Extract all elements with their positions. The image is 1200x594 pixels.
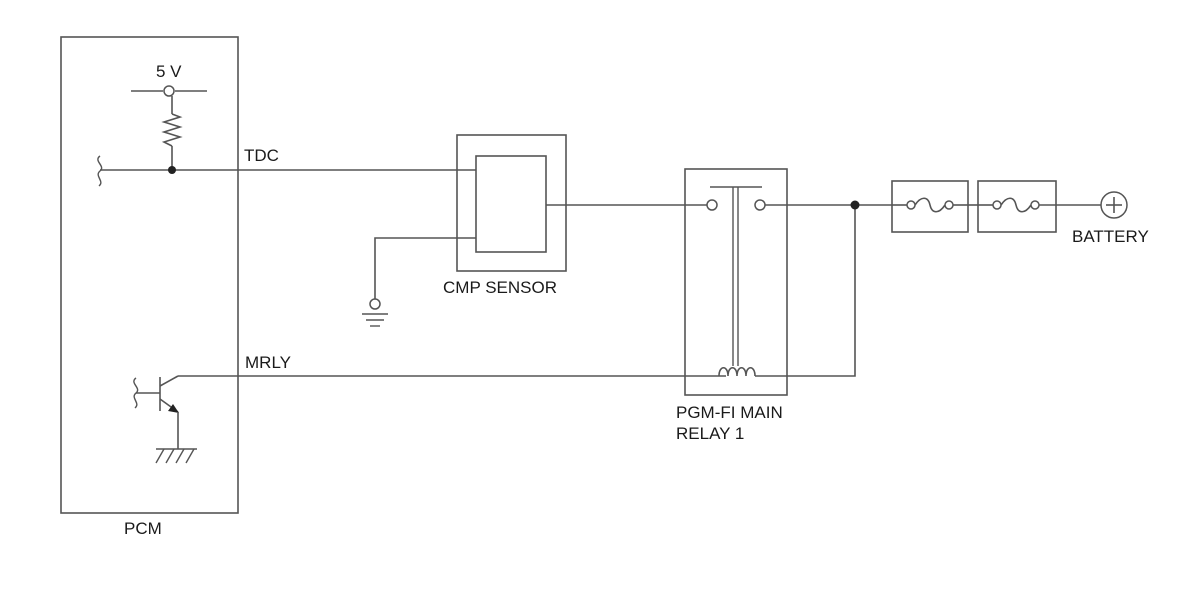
battery-plus-icon	[1100, 191, 1128, 219]
fuse-icon	[1000, 197, 1032, 213]
pcm-box	[60, 36, 239, 514]
fuse-1	[891, 180, 969, 233]
main-relay: PGM-FI MAIN RELAY 1	[676, 168, 788, 443]
relay-coil-icon	[718, 366, 756, 377]
relay-label-line1: PGM-FI MAIN	[676, 403, 783, 422]
junction-dot	[850, 200, 860, 210]
pcm-unit: PCM	[60, 36, 239, 538]
cmp-sensor-label: CMP SENSOR	[443, 278, 557, 297]
five-volt-label: 5 V	[156, 62, 182, 81]
cmp-sensor-outer-box	[456, 134, 567, 272]
input-signal-icon	[97, 155, 103, 187]
pcm-tdc-input: 5 V	[97, 62, 238, 187]
ground-icon	[362, 313, 388, 327]
transistor-icon	[133, 375, 197, 464]
chassis-ground-icon	[155, 448, 197, 464]
cmp-sensor-inner-box	[475, 155, 547, 253]
relay-box	[684, 168, 788, 396]
relay-label-line2: RELAY 1	[676, 424, 744, 443]
pcm-label: PCM	[124, 519, 162, 538]
battery-label: BATTERY	[1072, 227, 1149, 246]
sensor-ground	[362, 237, 476, 327]
cmp-sensor: CMP SENSOR	[443, 134, 567, 297]
mrly-label: MRLY	[245, 353, 291, 372]
relay-contact-left	[706, 199, 718, 211]
tdc-label: TDC	[244, 146, 279, 165]
battery: BATTERY	[1072, 191, 1149, 246]
supply-terminal-icon	[163, 85, 175, 97]
fuse-2	[977, 180, 1057, 233]
relay-contact-right	[754, 199, 766, 211]
coil-supply-wire	[755, 205, 856, 377]
resistor-icon	[161, 113, 183, 147]
fuse-icon	[914, 197, 946, 213]
